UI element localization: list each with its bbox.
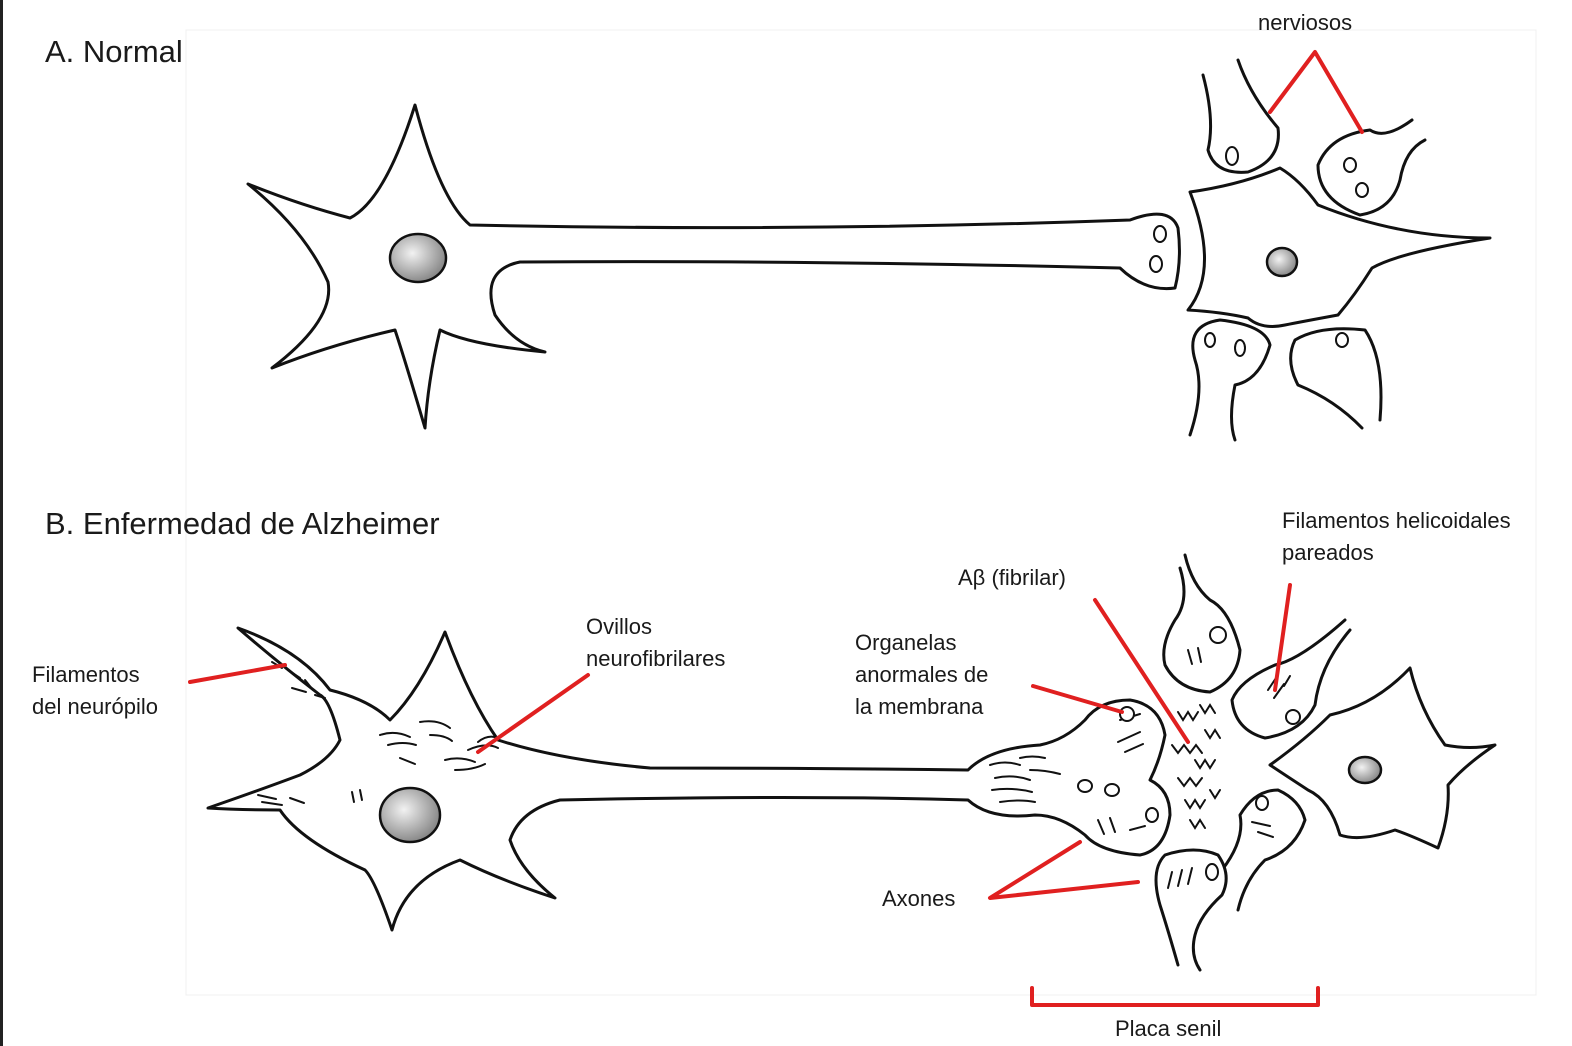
section-b-title: B. Enfermedad de Alzheimer	[45, 506, 440, 541]
label-nerviosos: nerviosos	[1258, 10, 1352, 35]
normal-neuron	[248, 105, 1179, 428]
nerviosos-pointer	[1270, 52, 1362, 132]
normal-nucleus	[390, 234, 446, 282]
label-organelas-1: Organelas	[855, 630, 957, 655]
right-neuron-nucleus	[1349, 757, 1381, 783]
label-ab-fibrilar: Aβ (fibrilar)	[958, 565, 1066, 590]
label-filamentos-1: Filamentos	[32, 662, 140, 687]
label-organelas-2: anormales de	[855, 662, 988, 687]
placa-senil-bracket	[1032, 988, 1318, 1005]
label-ovillos-1: Ovillos	[586, 614, 652, 639]
section-a-title: A. Normal	[45, 34, 183, 69]
left-border	[0, 0, 3, 1046]
ovillos-pointer	[478, 675, 588, 752]
normal-target-cluster	[1188, 60, 1490, 440]
filamentos-pointer	[190, 665, 285, 682]
label-organelas-3: la membrana	[855, 694, 984, 719]
senile-plaque-cluster	[1156, 555, 1495, 970]
label-placa-senil: Placa senil	[1115, 1016, 1221, 1041]
label-filamentos-2: del neurópilo	[32, 694, 158, 719]
label-helicoidales-1: Filamentos helicoidales	[1282, 508, 1511, 533]
alzheimer-nucleus	[380, 788, 440, 842]
label-axones: Axones	[882, 886, 955, 911]
label-ovillos-2: neurofibrilares	[586, 646, 725, 671]
label-helicoidales-2: pareados	[1282, 540, 1374, 565]
target-nucleus	[1267, 248, 1297, 276]
organelas-pointer	[1033, 686, 1122, 712]
alzheimer-neuron	[208, 628, 1170, 930]
